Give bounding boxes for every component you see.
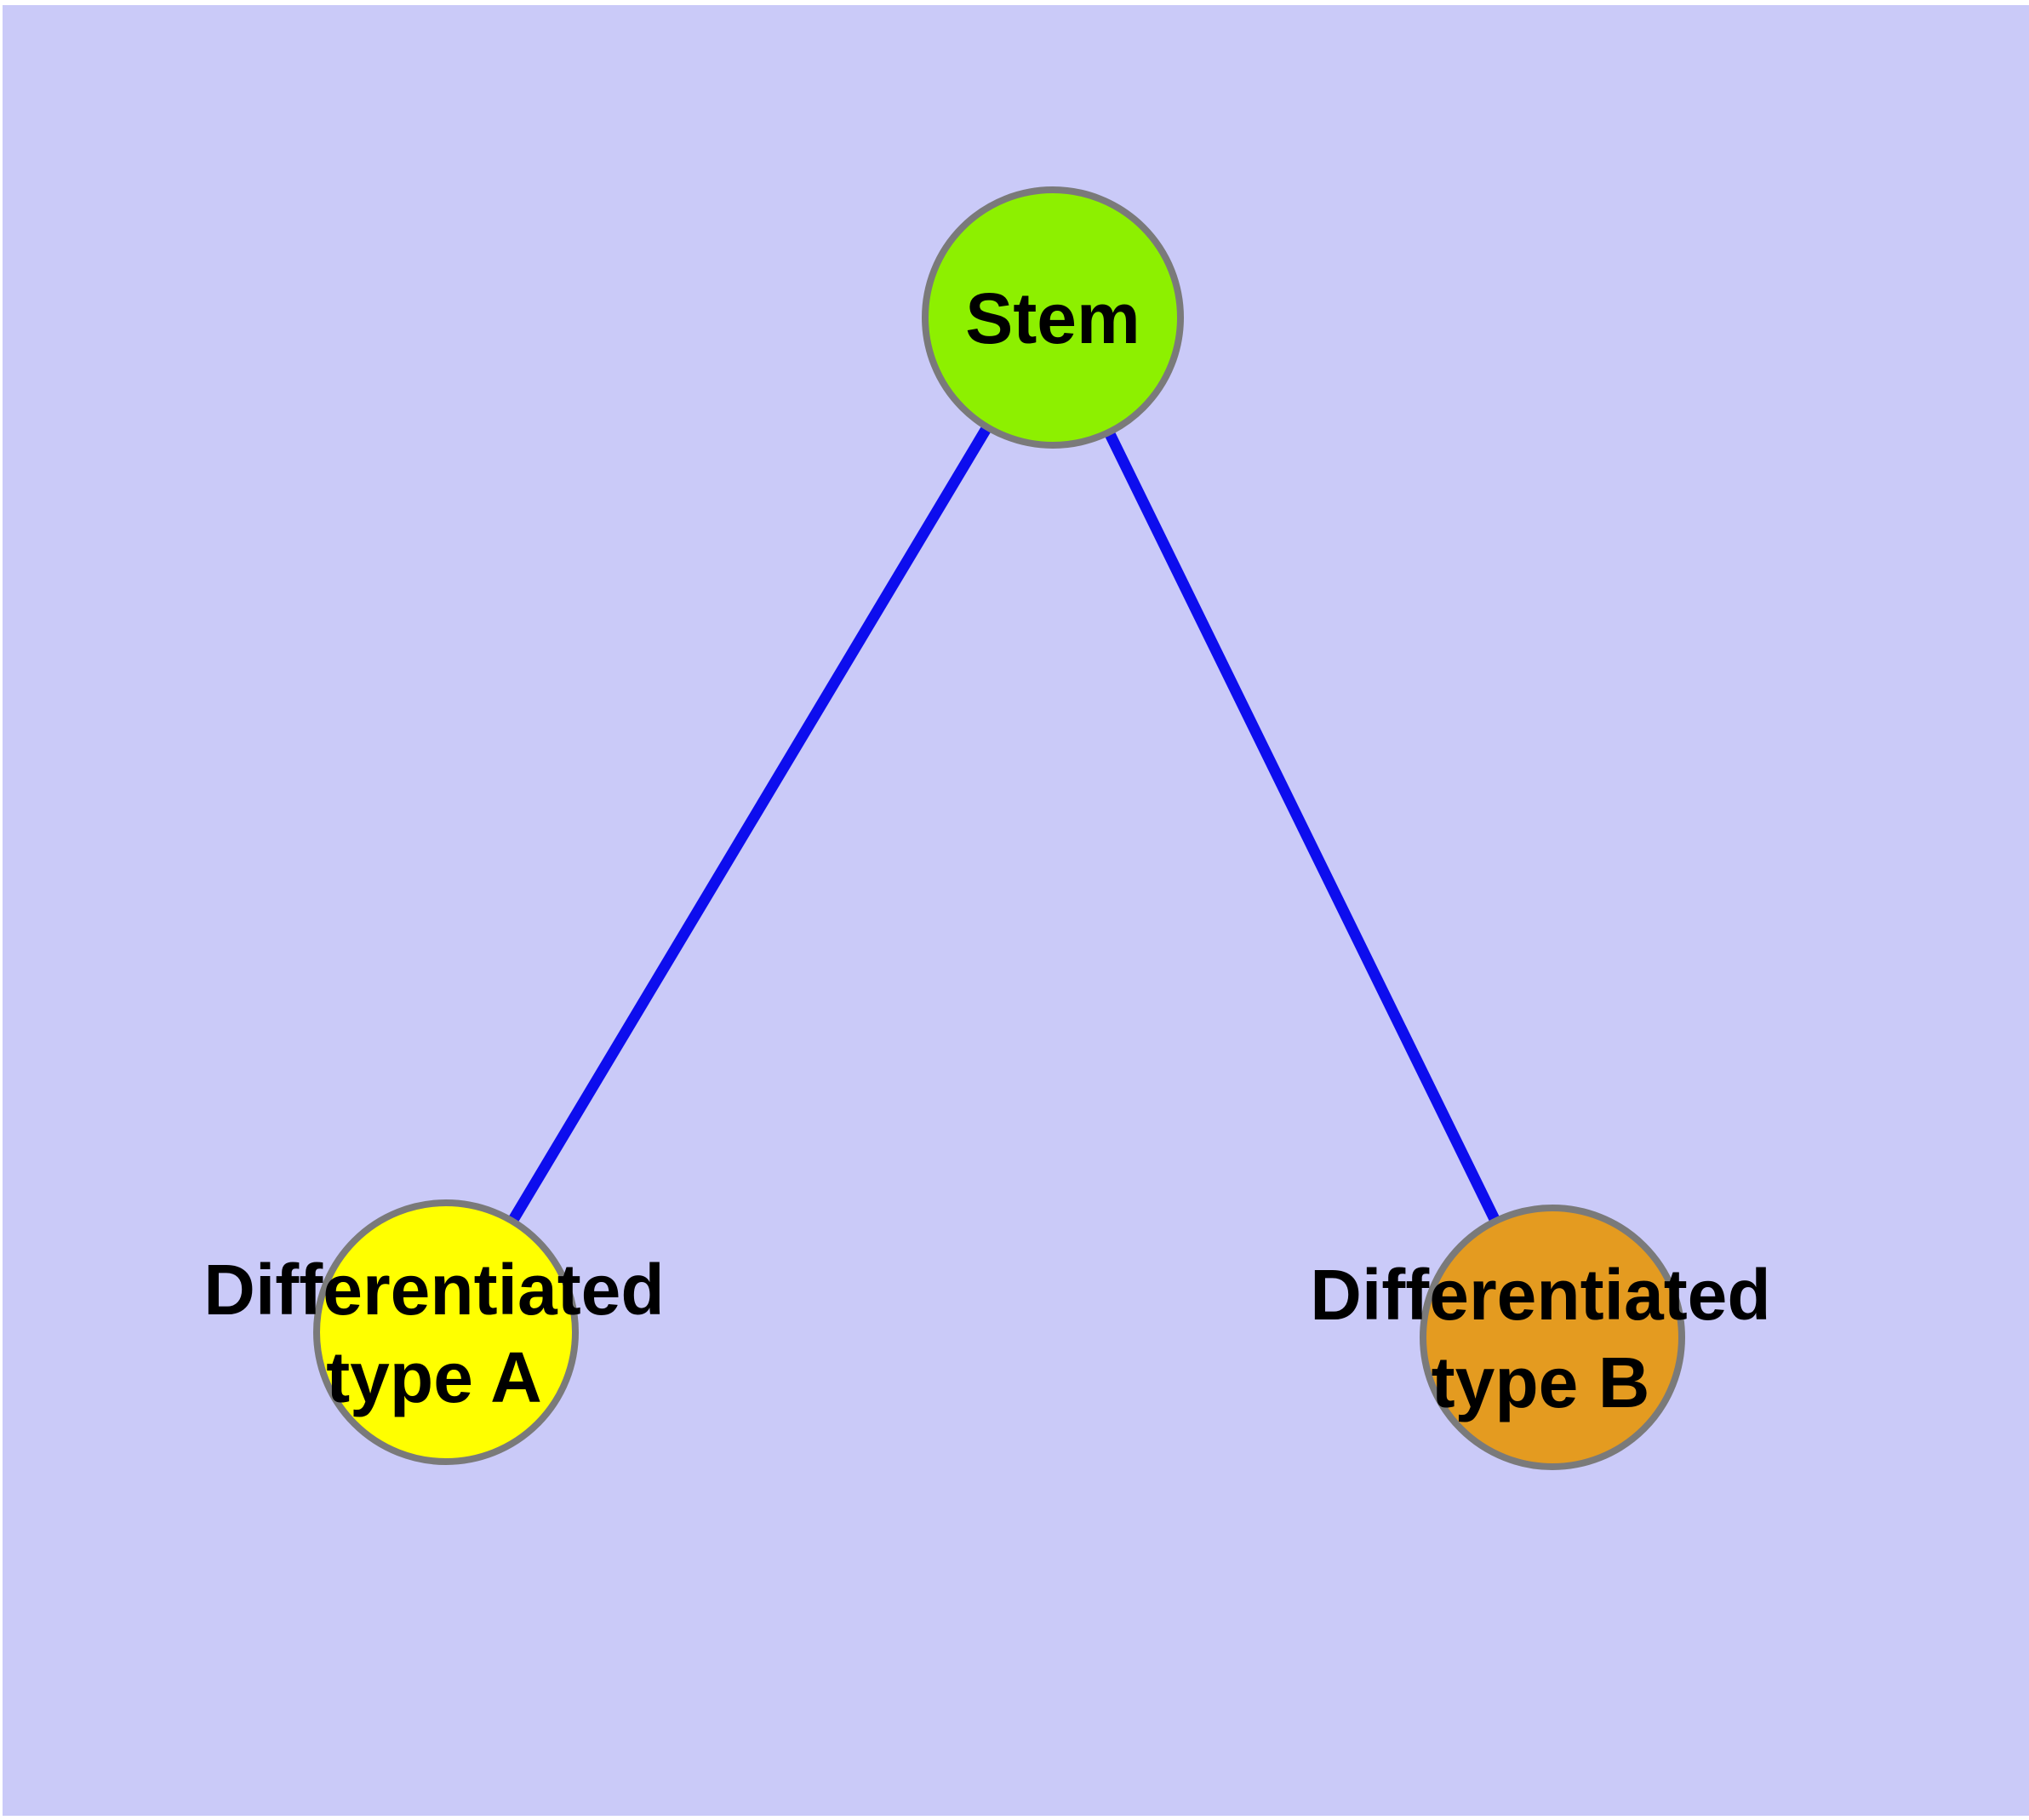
edge-stem-to-type-a[interactable] (441, 314, 1058, 1336)
node-stem-circle[interactable] (922, 186, 1184, 449)
node-type-b-circle[interactable] (1420, 1205, 1685, 1470)
node-type-a-circle[interactable] (313, 1199, 579, 1465)
node-differentiated-type-a[interactable]: Differentiated type A (203, 1199, 665, 1465)
node-stem-label: Stem (965, 278, 1140, 358)
node-type-a-label-line1: Differentiated (203, 1250, 664, 1330)
edge-stem-to-type-b[interactable] (1048, 315, 1557, 1340)
node-type-a-label-line2: type A (326, 1337, 542, 1417)
node-differentiated-type-b[interactable]: Differentiated type B (1310, 1205, 1771, 1470)
node-stem[interactable]: Stem (922, 186, 1184, 449)
node-type-b-label-line2: type B (1432, 1342, 1650, 1422)
node-type-b-label-line1: Differentiated (1310, 1255, 1770, 1335)
